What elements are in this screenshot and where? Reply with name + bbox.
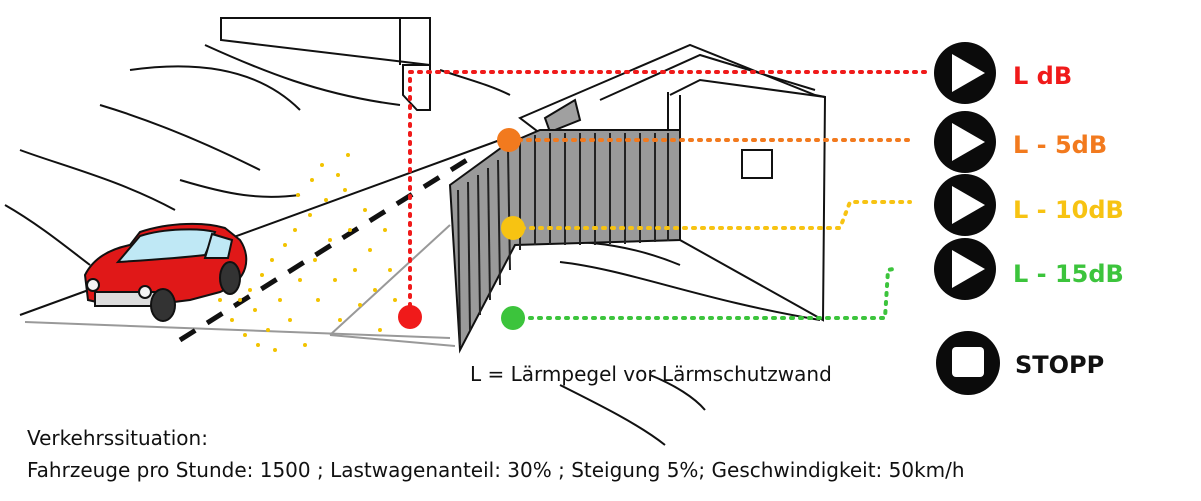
play-icon [952, 250, 985, 288]
road [19, 139, 501, 347]
line-l10 [511, 200, 912, 230]
point-l10 [501, 216, 525, 240]
house-window [741, 149, 773, 179]
level-label-l5: L - 5dB [1013, 131, 1107, 159]
point-l5 [497, 128, 521, 152]
play-icon [952, 123, 985, 161]
traffic-details: Fahrzeuge pro Stunde: 1500 ; Lastwagenan… [27, 458, 965, 482]
line-l15 [510, 266, 900, 320]
play-button-l15[interactable] [934, 238, 996, 300]
stop-label: STOPP [1015, 351, 1104, 379]
level-label-l15: L - 15dB [1013, 260, 1124, 288]
measurement-lines [408, 70, 932, 320]
traffic-title: Verkehrssituation: [27, 426, 208, 450]
overpass [220, 17, 431, 111]
play-button-l10[interactable] [934, 174, 996, 236]
play-button-l5[interactable] [934, 111, 996, 173]
level-label-l0: L dB [1013, 62, 1072, 90]
play-icon [952, 54, 985, 92]
stop-icon [952, 347, 984, 377]
car [83, 222, 248, 322]
noise-barrier [448, 98, 681, 354]
line-l0 [408, 70, 932, 317]
point-l15 [501, 306, 525, 330]
stop-button[interactable] [936, 331, 1000, 395]
play-icon [952, 186, 985, 224]
point-l0 [398, 305, 422, 329]
level-label-l10: L - 10dB [1013, 196, 1124, 224]
play-button-l0[interactable] [934, 42, 996, 104]
legend-caption: L = Lärmpegel vor Lärmschutzwand [470, 362, 832, 386]
